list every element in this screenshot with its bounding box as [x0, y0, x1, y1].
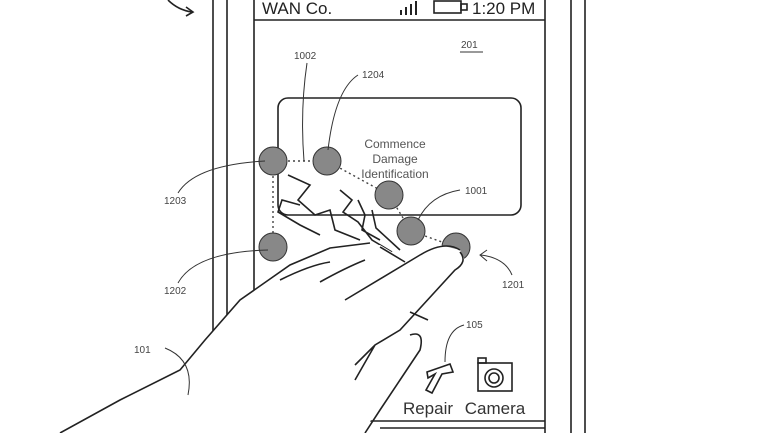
camera-app[interactable]: Camera [465, 357, 526, 418]
phone-frame [212, 0, 586, 433]
hand-fill [60, 245, 465, 433]
hammer-icon [424, 362, 455, 395]
ref-101: 101 [134, 345, 151, 356]
figure-arrowhead [185, 6, 195, 17]
leader-1002 [302, 62, 308, 162]
signal-bars-icon [400, 1, 417, 15]
leader-1001 [417, 189, 461, 221]
leader-1201 [479, 249, 513, 276]
figure-arrow [167, 0, 193, 13]
repair-app[interactable]: Repair [403, 362, 455, 418]
screen-crack-lines [277, 174, 401, 253]
ref-1202: 1202 [164, 286, 187, 297]
dialog-line-3: Identification [361, 167, 428, 181]
ref-1002: 1002 [294, 51, 317, 62]
ref-1001: 1001 [465, 186, 488, 197]
ref-1201: 1201 [502, 280, 525, 291]
dialog-line-2: Damage [372, 152, 418, 166]
repair-label: Repair [403, 399, 453, 418]
touch-point-1204[interactable] [312, 146, 342, 176]
leader-101 [164, 347, 190, 396]
battery-icon [433, 0, 468, 14]
touch-trace-path [272, 160, 457, 248]
leader-1204 [327, 74, 359, 151]
leader-1202 [177, 249, 269, 284]
leader-105 [444, 324, 465, 363]
touch-point[interactable] [374, 180, 404, 210]
dialog-line-1: Commence [364, 137, 426, 151]
ref-105: 105 [466, 320, 483, 331]
camera-icon [477, 362, 513, 392]
screen-reference-201: 201 [461, 40, 478, 51]
touch-point-1202[interactable] [258, 232, 288, 262]
hand-outline [59, 242, 464, 433]
carrier-name: WAN Co. [262, 0, 332, 18]
leader-1203 [177, 160, 266, 194]
ref-1204: 1204 [362, 70, 385, 81]
status-time: 1:20 PM [472, 0, 535, 18]
camera-label: Camera [465, 399, 526, 418]
touch-point[interactable] [396, 216, 426, 246]
ref-1203: 1203 [164, 196, 187, 207]
